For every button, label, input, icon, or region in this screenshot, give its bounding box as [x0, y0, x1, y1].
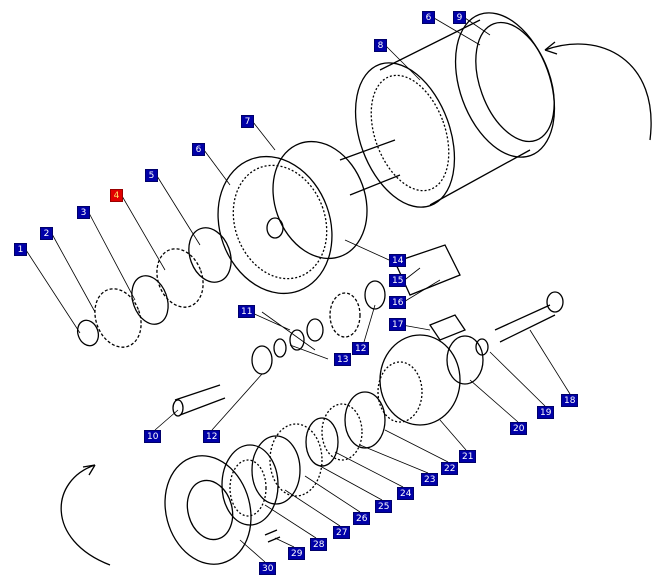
- callout-9[interactable]: 9: [453, 11, 466, 24]
- callout-17[interactable]: 17: [389, 318, 407, 331]
- callout-12-washer[interactable]: 12: [203, 430, 221, 443]
- callout-16[interactable]: 16: [389, 296, 407, 309]
- cover-plate-30: [164, 455, 252, 565]
- planet-carrier: [217, 140, 368, 295]
- callout-3[interactable]: 3: [77, 206, 90, 219]
- callout-29[interactable]: 29: [288, 547, 306, 560]
- bolt-18: [494, 304, 556, 343]
- callout-21[interactable]: 21: [459, 450, 477, 463]
- callout-30[interactable]: 30: [259, 562, 277, 575]
- callout-25[interactable]: 25: [375, 500, 393, 513]
- bearing-1: [76, 319, 100, 347]
- callout-28[interactable]: 28: [310, 538, 328, 551]
- sleeve-2: [94, 288, 142, 348]
- callout-19[interactable]: 19: [537, 406, 555, 419]
- callout-15[interactable]: 15: [389, 274, 407, 287]
- leader-lines: [25, 17, 571, 563]
- callout-23[interactable]: 23: [421, 473, 439, 486]
- callout-12[interactable]: 12: [352, 342, 370, 355]
- callout-24[interactable]: 24: [397, 487, 415, 500]
- callout-2[interactable]: 2: [40, 227, 53, 240]
- ring-3: [131, 275, 169, 325]
- callout-8[interactable]: 8: [374, 39, 387, 52]
- rotation-arrow-bottom: [60, 464, 111, 566]
- flange-21: [379, 334, 461, 426]
- callout-7[interactable]: 7: [241, 115, 254, 128]
- callout-6-drum[interactable]: 6: [422, 11, 435, 24]
- callout-26[interactable]: 26: [353, 512, 371, 525]
- callout-6[interactable]: 6: [192, 143, 205, 156]
- callout-1[interactable]: 1: [14, 243, 27, 256]
- callout-10[interactable]: 10: [144, 430, 162, 443]
- callout-22[interactable]: 22: [441, 462, 459, 475]
- callout-11[interactable]: 11: [238, 305, 256, 318]
- gear-4: [156, 248, 204, 308]
- callout-4-selected[interactable]: 4: [110, 189, 123, 202]
- clutch-drum: [354, 12, 556, 208]
- callout-5[interactable]: 5: [145, 169, 158, 182]
- callout-27[interactable]: 27: [333, 526, 351, 539]
- callout-13[interactable]: 13: [334, 353, 352, 366]
- rotation-arrow-top: [544, 43, 652, 141]
- callout-18[interactable]: 18: [561, 394, 579, 407]
- plate-20: [446, 335, 484, 385]
- gear-12: [329, 292, 361, 338]
- shaft: [339, 139, 401, 196]
- pin-10: [174, 384, 226, 416]
- callout-20[interactable]: 20: [510, 422, 528, 435]
- ring-5: [188, 227, 232, 283]
- callout-14[interactable]: 14: [389, 254, 407, 267]
